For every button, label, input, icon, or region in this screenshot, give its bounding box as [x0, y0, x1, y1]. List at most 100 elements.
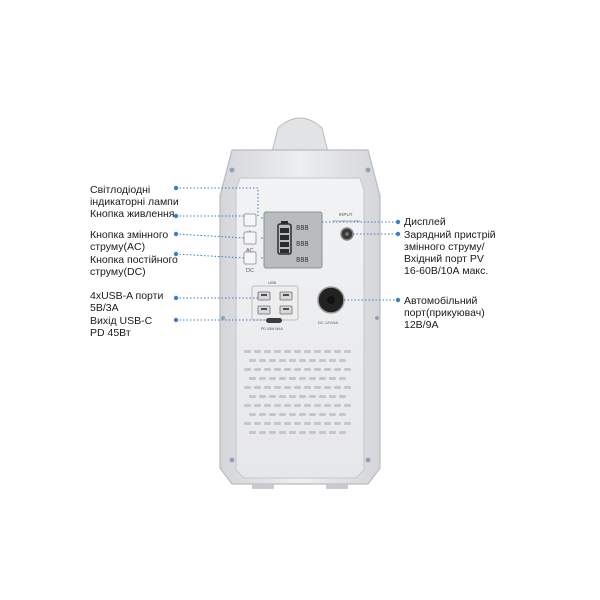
vent-slot — [284, 422, 291, 425]
vent-slot — [249, 377, 256, 380]
callout-line: Дисплей — [404, 216, 446, 228]
vent-slot — [259, 359, 266, 362]
leader-lines — [175, 187, 398, 321]
vent-slot — [304, 350, 311, 353]
vent-slot — [314, 350, 321, 353]
vent-slot — [289, 377, 296, 380]
device-foot — [252, 484, 274, 489]
vent-slot — [244, 404, 251, 407]
callout-line: змінного струму/ — [404, 241, 485, 253]
vent-slot — [324, 350, 331, 353]
vent-slot — [339, 377, 346, 380]
dc-label: DC — [246, 268, 254, 274]
vent-slot — [339, 431, 346, 434]
vent-slot — [264, 386, 271, 389]
screw-icon — [365, 457, 371, 463]
vent-slot — [294, 422, 301, 425]
callout-line: 5B/3A — [90, 302, 119, 314]
vent-slot — [284, 350, 291, 353]
vent-slot — [269, 413, 276, 416]
vent-slot — [244, 368, 251, 371]
vent-slot — [254, 404, 261, 407]
vent-slot — [294, 386, 301, 389]
lcd-display — [263, 211, 323, 269]
vent-slot — [324, 386, 331, 389]
vent-slot — [324, 422, 331, 425]
vent-slot — [304, 404, 311, 407]
vent-slot — [309, 395, 316, 398]
vent-slot — [274, 350, 281, 353]
screw-icon — [365, 167, 371, 173]
device-foot — [326, 484, 348, 489]
vent-slot — [284, 368, 291, 371]
ac-button[interactable] — [243, 231, 257, 245]
vent-slot — [249, 395, 256, 398]
vent-slot — [274, 404, 281, 407]
leader-dot — [173, 231, 179, 237]
vent-slot — [264, 422, 271, 425]
callout-line: індикаторні лампи — [90, 196, 179, 208]
vent-slot — [269, 359, 276, 362]
vent-slot — [259, 377, 266, 380]
vent-slot — [304, 422, 311, 425]
led-indicator — [261, 217, 263, 219]
vent-grille — [244, 350, 351, 434]
vent-slot — [244, 422, 251, 425]
vent-slot — [254, 422, 261, 425]
vent-slot — [324, 368, 331, 371]
vent-slot — [259, 413, 266, 416]
callout-line: Світлодіодні — [90, 184, 151, 196]
vent-slot — [314, 386, 321, 389]
screw-icon — [221, 316, 225, 320]
vent-slot — [344, 422, 351, 425]
leader-dot — [173, 317, 179, 323]
vent-slot — [279, 395, 286, 398]
callout-line: 16-60В/10А макс. — [404, 265, 489, 277]
vent-slot — [279, 413, 286, 416]
vent-slot — [279, 359, 286, 362]
callout-line: струму(AC) — [90, 241, 146, 253]
vent-slot — [329, 395, 336, 398]
vent-slot — [319, 395, 326, 398]
vent-slot — [274, 386, 281, 389]
vent-slot — [334, 404, 341, 407]
power-button[interactable] — [243, 213, 257, 227]
vent-slot — [314, 368, 321, 371]
callout-usb-c: Вихід USB-C PD 45Вт — [90, 315, 152, 339]
callout-line: 4xUSB-A порти — [90, 290, 164, 302]
vent-slot — [299, 359, 306, 362]
callout-led-indicators: Світлодіодні індикаторні лампи — [90, 184, 179, 208]
vent-slot — [289, 359, 296, 362]
vent-slot — [279, 377, 286, 380]
vent-slot — [299, 377, 306, 380]
callout-input-port: Зарядний пристрій змінного струму/ Вхідн… — [404, 229, 496, 277]
vent-slot — [289, 395, 296, 398]
vent-slot — [324, 404, 331, 407]
leader-dot — [395, 297, 401, 303]
vent-slot — [249, 359, 256, 362]
vent-slot — [244, 386, 251, 389]
callout-power-button: Кнопка живлення — [90, 208, 175, 220]
vent-slot — [319, 377, 326, 380]
vent-slot — [269, 431, 276, 434]
input-label: INPUT — [339, 212, 353, 217]
vent-slot — [329, 413, 336, 416]
vent-slot — [334, 368, 341, 371]
led-indicator — [261, 237, 263, 239]
dc-button[interactable] — [243, 251, 257, 265]
callout-dc-button: Кнопка постійного струму(DC) — [90, 254, 178, 278]
svg-text:888: 888 — [296, 241, 309, 249]
leader-dot — [173, 213, 179, 219]
vent-slot — [304, 386, 311, 389]
vent-slot — [334, 386, 341, 389]
vent-slot — [299, 431, 306, 434]
vent-slot — [279, 431, 286, 434]
vent-slot — [284, 404, 291, 407]
vent-slot — [264, 350, 271, 353]
vent-slot — [334, 350, 341, 353]
callout-line: Кнопка живлення — [90, 208, 175, 220]
pd-label: PD 45W MAX — [261, 327, 284, 331]
svg-text:888: 888 — [296, 257, 309, 265]
vent-slot — [329, 359, 336, 362]
usb-c-port[interactable] — [266, 318, 282, 323]
